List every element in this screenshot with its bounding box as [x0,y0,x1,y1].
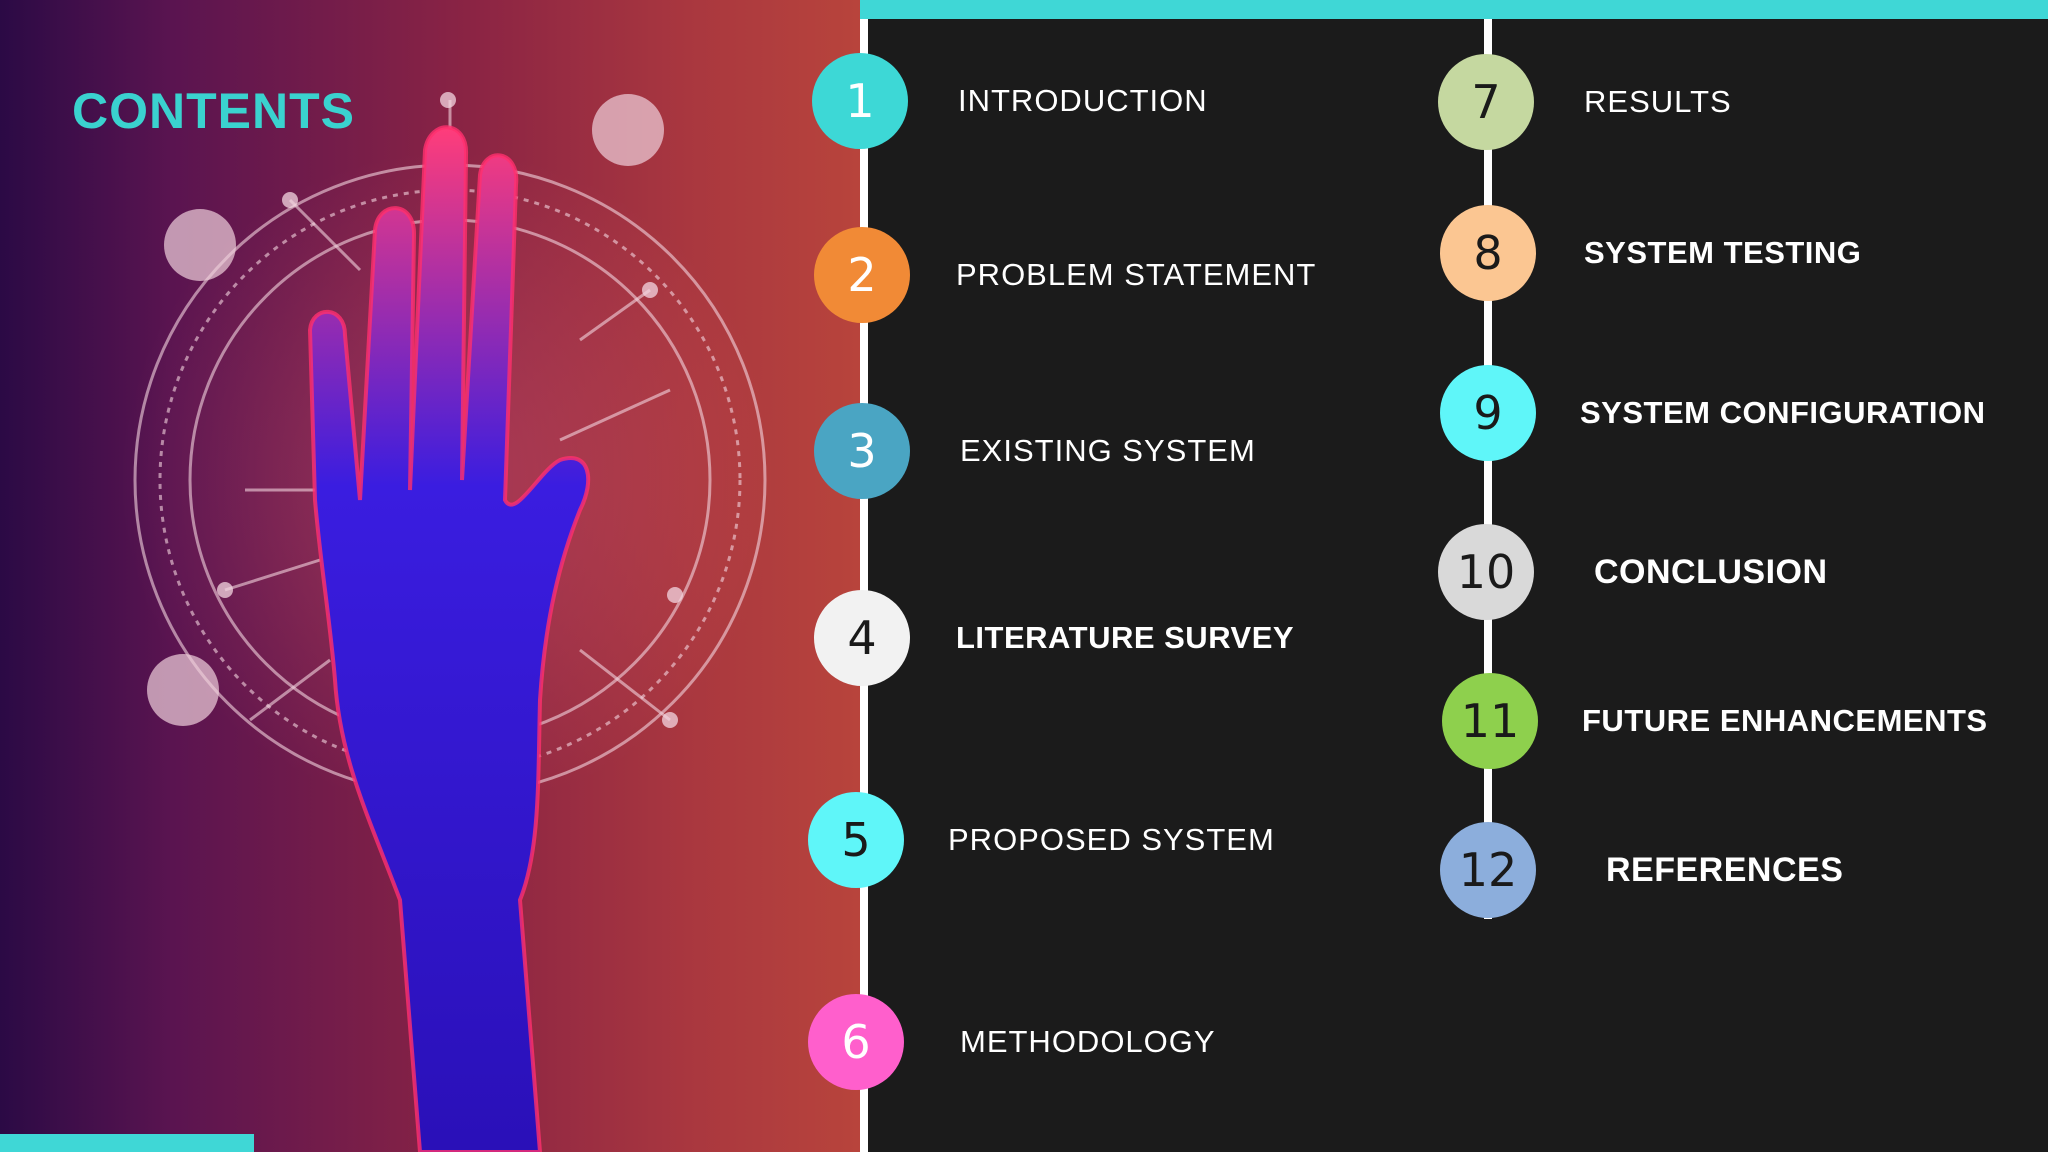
toc-item-label: RESULTS [1584,84,1732,119]
toc-item-problem-statement[interactable]: 2 PROBLEM STATEMENT [814,227,1316,323]
toc-item-literature-survey[interactable]: 4 LITERATURE SURVEY [814,590,1294,686]
toc-item-label: EXISTING SYSTEM [960,433,1256,468]
hand-hologram-icon [120,92,780,1152]
toc-item-label: CONCLUSION [1594,552,1828,591]
number-badge: 4 [814,590,910,686]
toc-item-label: INTRODUCTION [958,83,1208,118]
toc-item-label: PROBLEM STATEMENT [956,257,1317,292]
toc-item-label: LITERATURE SURVEY [956,620,1295,655]
number-badge: 10 [1438,524,1534,620]
toc-item-references[interactable]: 12 REFERENCES [1440,822,1843,918]
number-badge: 12 [1440,822,1536,918]
number-badge: 2 [814,227,910,323]
number-badge: 5 [808,792,904,888]
hero-image: CONTENTS [0,0,860,1152]
number-badge: 3 [814,403,910,499]
timeline-line-right [1484,19,1492,919]
bottom-accent-bar [0,1134,254,1152]
toc-item-label: PROPOSED SYSTEM [948,822,1275,857]
toc-item-label: METHODOLOGY [960,1024,1216,1059]
number-badge: 8 [1440,205,1536,301]
number-badge: 6 [808,994,904,1090]
timeline-line-left [860,19,868,1152]
toc-item-proposed-system[interactable]: 5 PROPOSED SYSTEM [808,792,1275,888]
toc-item-system-configuration[interactable]: 9 SYSTEM CONFIGURATION [1440,365,1986,461]
page-title: CONTENTS [72,83,355,139]
toc-item-future-enhancements[interactable]: 11 FUTURE ENHANCEMENTS [1442,673,1988,769]
toc-item-results[interactable]: 7 RESULTS [1438,54,1732,150]
toc-item-label: SYSTEM TESTING [1584,235,1862,270]
toc-item-introduction[interactable]: 1 INTRODUCTION [812,53,1208,149]
toc-item-label: FUTURE ENHANCEMENTS [1582,703,1988,738]
number-badge: 9 [1440,365,1536,461]
toc-item-conclusion[interactable]: 10 CONCLUSION [1438,524,1828,620]
toc-item-system-testing[interactable]: 8 SYSTEM TESTING [1440,205,1861,301]
number-badge: 1 [812,53,908,149]
toc-item-label: SYSTEM CONFIGURATION [1580,395,1986,430]
toc-item-label: REFERENCES [1606,850,1844,889]
number-badge: 7 [1438,54,1534,150]
toc-item-existing-system[interactable]: 3 EXISTING SYSTEM [814,403,1256,499]
toc-item-methodology[interactable]: 6 METHODOLOGY [808,994,1216,1090]
number-badge: 11 [1442,673,1538,769]
